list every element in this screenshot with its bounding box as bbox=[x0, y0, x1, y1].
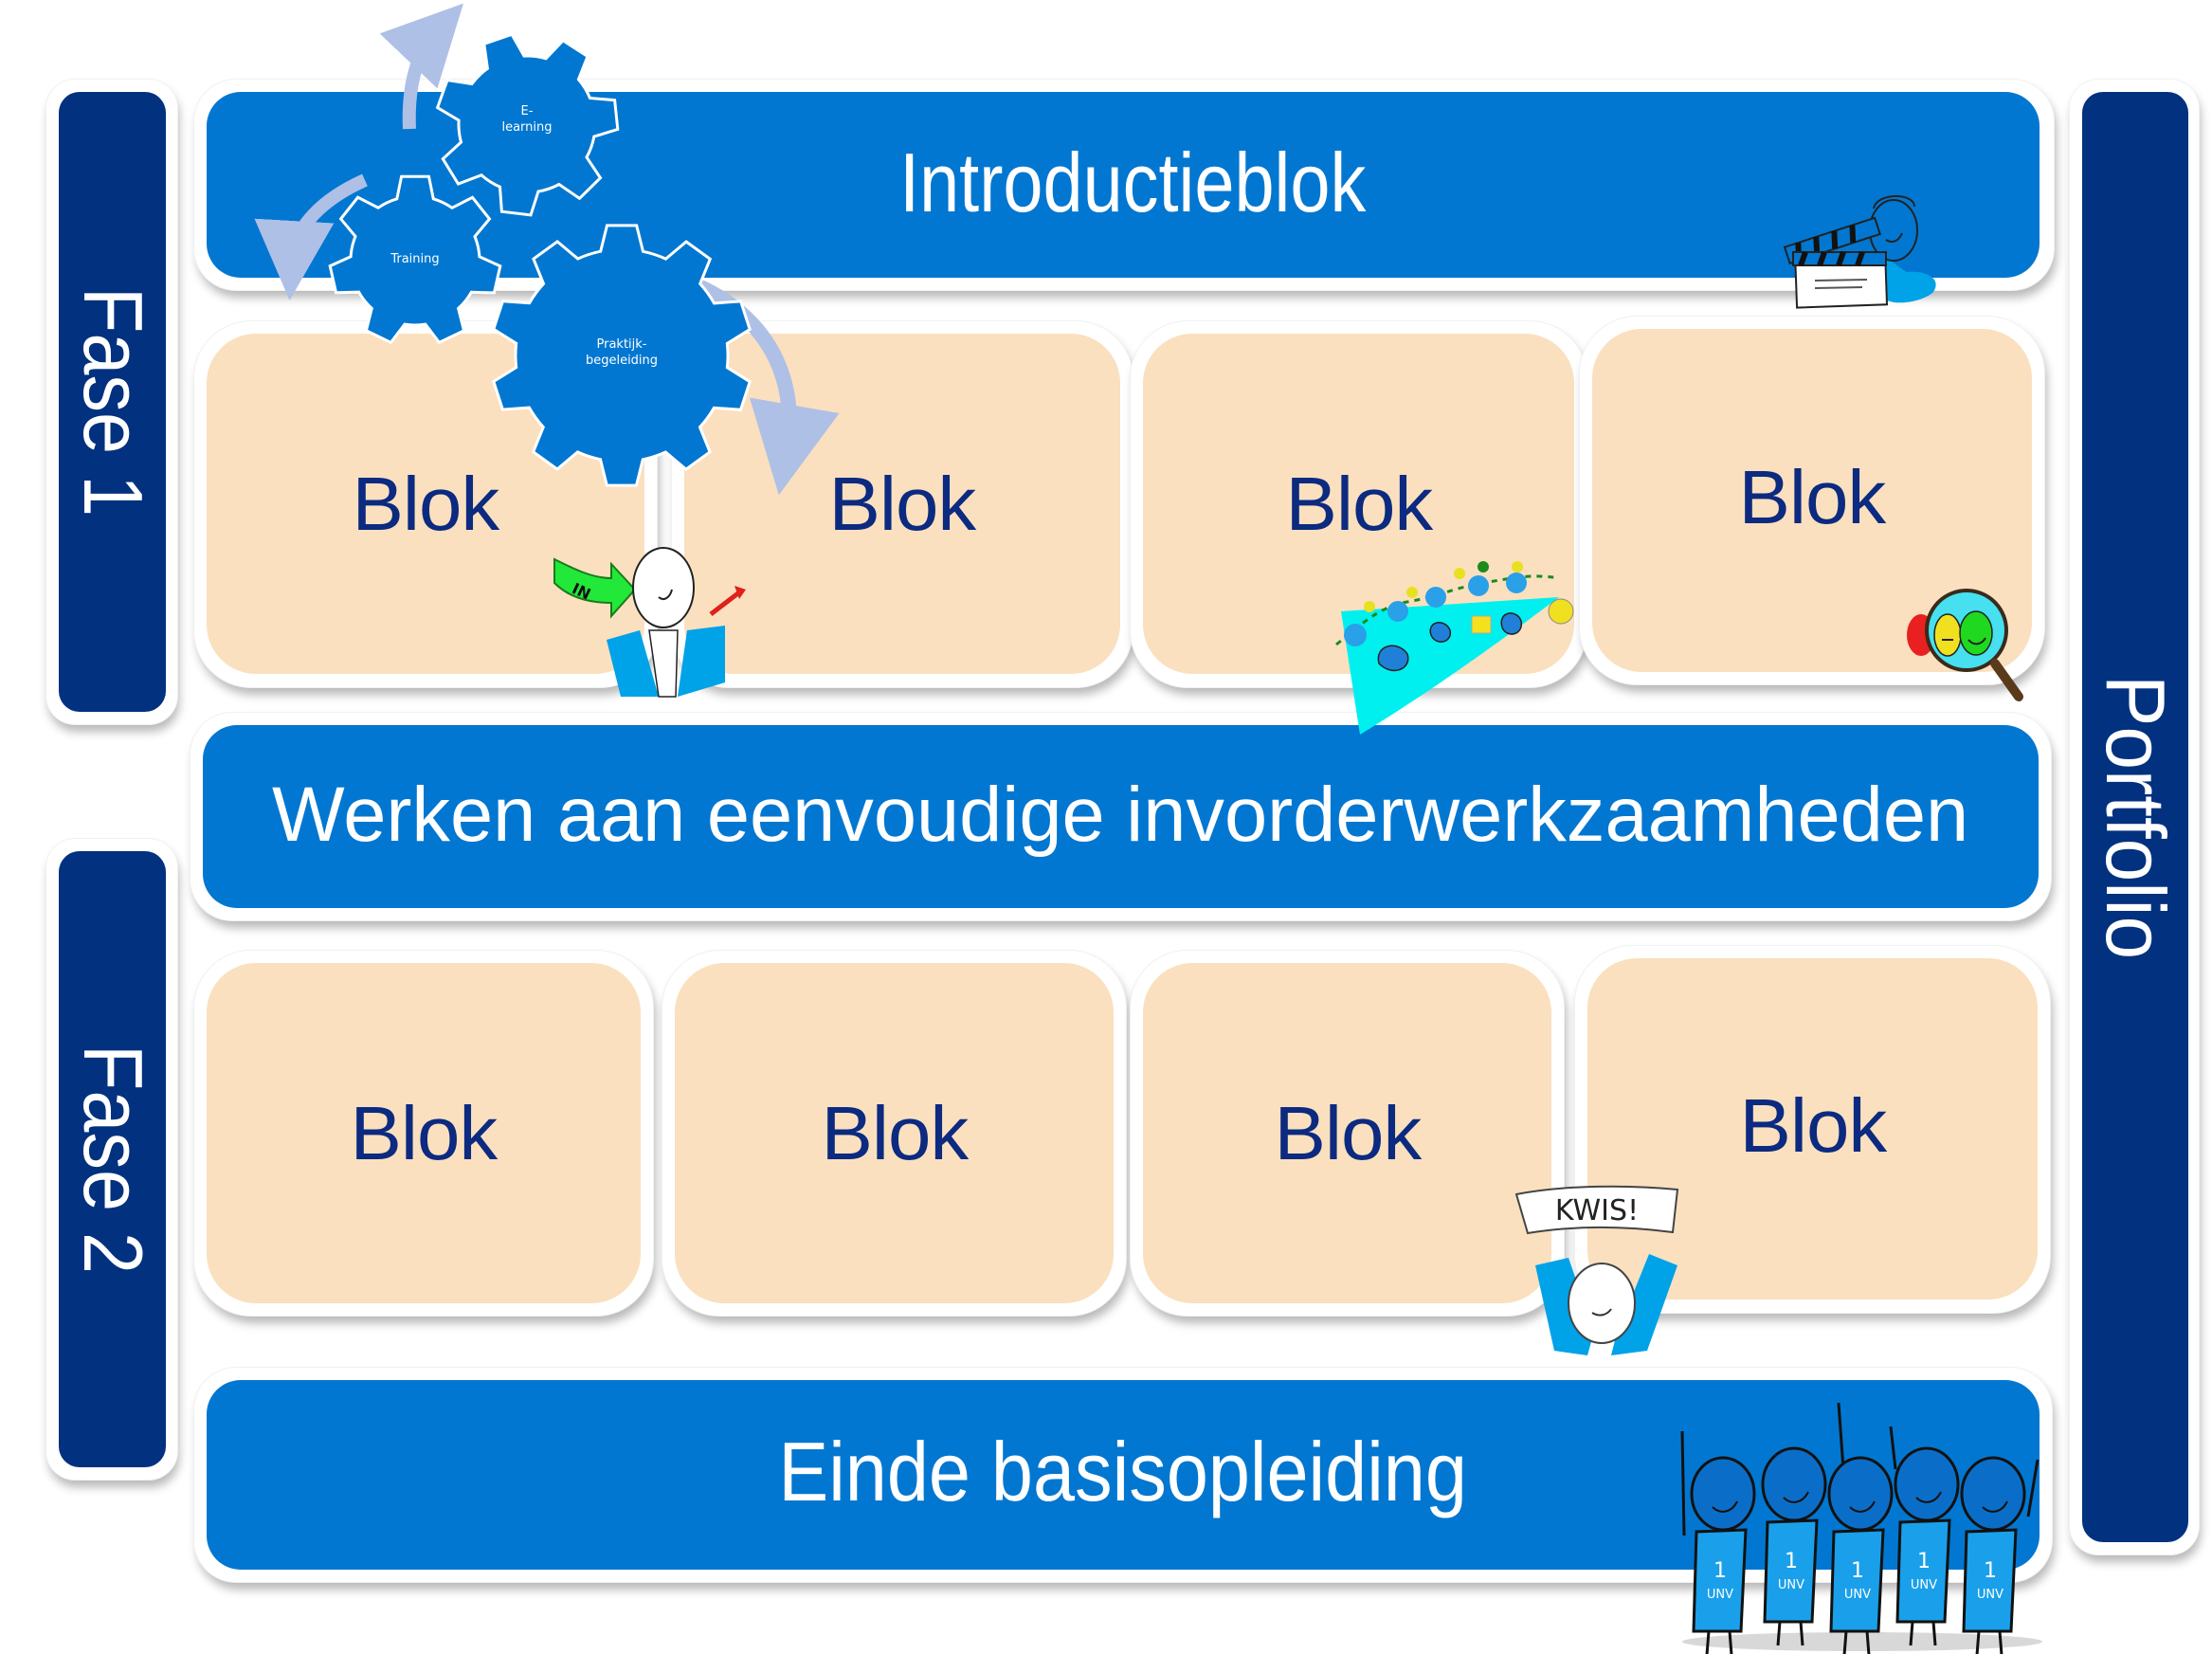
portfolio-bar: Portfolio bbox=[2082, 92, 2188, 1542]
svg-text:UNV: UNV bbox=[1844, 1588, 1871, 1602]
svg-text:UNV: UNV bbox=[1707, 1588, 1733, 1602]
person-in-arrow-icon: IN bbox=[553, 547, 746, 698]
gear-elearning-line2: learning bbox=[501, 120, 552, 135]
svg-text:1: 1 bbox=[1917, 1550, 1931, 1573]
block-label: Blok bbox=[352, 461, 500, 546]
gear-praktijk-line1: Praktijk- bbox=[597, 337, 647, 352]
gear-elearning-line1: E- bbox=[521, 104, 534, 118]
gear-training-shape bbox=[328, 174, 502, 345]
svg-text:UNV: UNV bbox=[1911, 1578, 1937, 1592]
block-label: Blok bbox=[828, 461, 977, 546]
fase2-bar: Fase 2 bbox=[59, 851, 166, 1467]
gear-training bbox=[328, 174, 502, 345]
middle-block: Werken aan eenvoudige invorderwerkzaamhe… bbox=[203, 725, 2039, 908]
clapperboard-person-icon bbox=[1783, 195, 1936, 309]
gear-praktijk-shape bbox=[492, 224, 752, 487]
block-label: Blok bbox=[1738, 455, 1887, 539]
gear-praktijk bbox=[492, 224, 752, 487]
numbered-path-icon bbox=[1335, 561, 1574, 735]
svg-text:1: 1 bbox=[1785, 1550, 1798, 1573]
end-title: Einde basisopleiding bbox=[778, 1425, 1468, 1518]
gear-praktijk-line2: begeleiding bbox=[586, 354, 658, 368]
block-label: Blok bbox=[350, 1090, 499, 1175]
group-raised-arms bbox=[1680, 1402, 2042, 1651]
fase1-bar: Fase 1 bbox=[59, 92, 166, 712]
block-label: Blok bbox=[1274, 1090, 1422, 1175]
middle-title: Werken aan eenvoudige invorderwerkzaamhe… bbox=[272, 771, 1969, 858]
row1-block2: Blok bbox=[684, 334, 1120, 674]
block-label: Blok bbox=[821, 1090, 969, 1175]
svg-text:UNV: UNV bbox=[1778, 1578, 1804, 1592]
row2-block4: Blok bbox=[1587, 958, 2038, 1300]
kwis-sign-text: KWIS! bbox=[1555, 1194, 1639, 1227]
kwis-sign-person-icon: KWIS! bbox=[1514, 1185, 1679, 1355]
row2-block2: Blok bbox=[675, 963, 1114, 1303]
row2-block1: Blok bbox=[207, 963, 641, 1303]
svg-text:1: 1 bbox=[1984, 1559, 1997, 1583]
block-label: Blok bbox=[1285, 461, 1433, 546]
intro-title: Introductieblok bbox=[898, 136, 1367, 229]
magnifier-smileys-icon bbox=[1907, 589, 2023, 701]
svg-text:1: 1 bbox=[1713, 1559, 1727, 1583]
svg-text:1: 1 bbox=[1851, 1559, 1864, 1583]
row2-block3: Blok bbox=[1143, 963, 1551, 1303]
cycle-arrow-up bbox=[379, 3, 463, 130]
block-label: Blok bbox=[1739, 1083, 1887, 1168]
gear-elearning bbox=[435, 32, 620, 217]
gear-training-label: Training bbox=[390, 252, 439, 266]
gear-elearning-shape bbox=[435, 32, 620, 217]
svg-text:UNV: UNV bbox=[1977, 1588, 2003, 1602]
cycle-arrow-left bbox=[254, 173, 368, 300]
